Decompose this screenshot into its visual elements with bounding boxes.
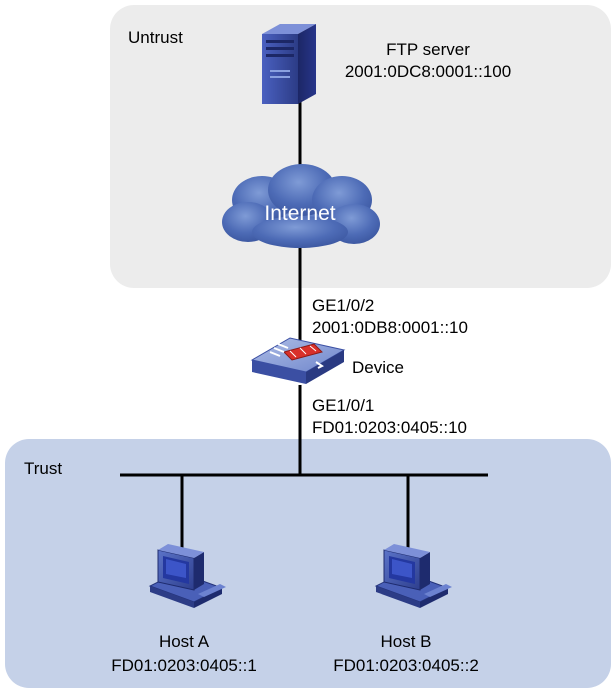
device-name: Device	[352, 358, 404, 377]
trust-zone	[5, 439, 611, 688]
internet-cloud-icon	[222, 164, 380, 248]
device-upstream-address: 2001:0DB8:0001::10	[312, 318, 468, 337]
firewall-device-icon	[250, 337, 346, 384]
host-b-pc-icon	[374, 544, 452, 608]
device-downstream-address: FD01:0203:0405::10	[312, 418, 468, 437]
server-icon	[262, 24, 316, 104]
trust-zone-label: Trust	[24, 459, 63, 478]
internet-label: Internet	[264, 202, 336, 225]
ftp-server-address: 2001:0DC8:0001::100	[344, 62, 512, 81]
untrust-zone	[110, 5, 611, 288]
host-b-address: FD01:0203:0405::2	[333, 656, 479, 675]
untrust-zone-label: Untrust	[128, 28, 183, 47]
host-a-pc-icon	[148, 544, 226, 608]
device-downstream-interface: GE1/0/1	[312, 396, 375, 415]
host-b-name: Host B	[380, 632, 432, 651]
device-upstream-interface: GE1/0/2	[312, 296, 375, 315]
ftp-server-name: FTP server	[386, 40, 470, 59]
host-a-address: FD01:0203:0405::1	[111, 656, 257, 675]
host-a-name: Host A	[158, 632, 210, 651]
